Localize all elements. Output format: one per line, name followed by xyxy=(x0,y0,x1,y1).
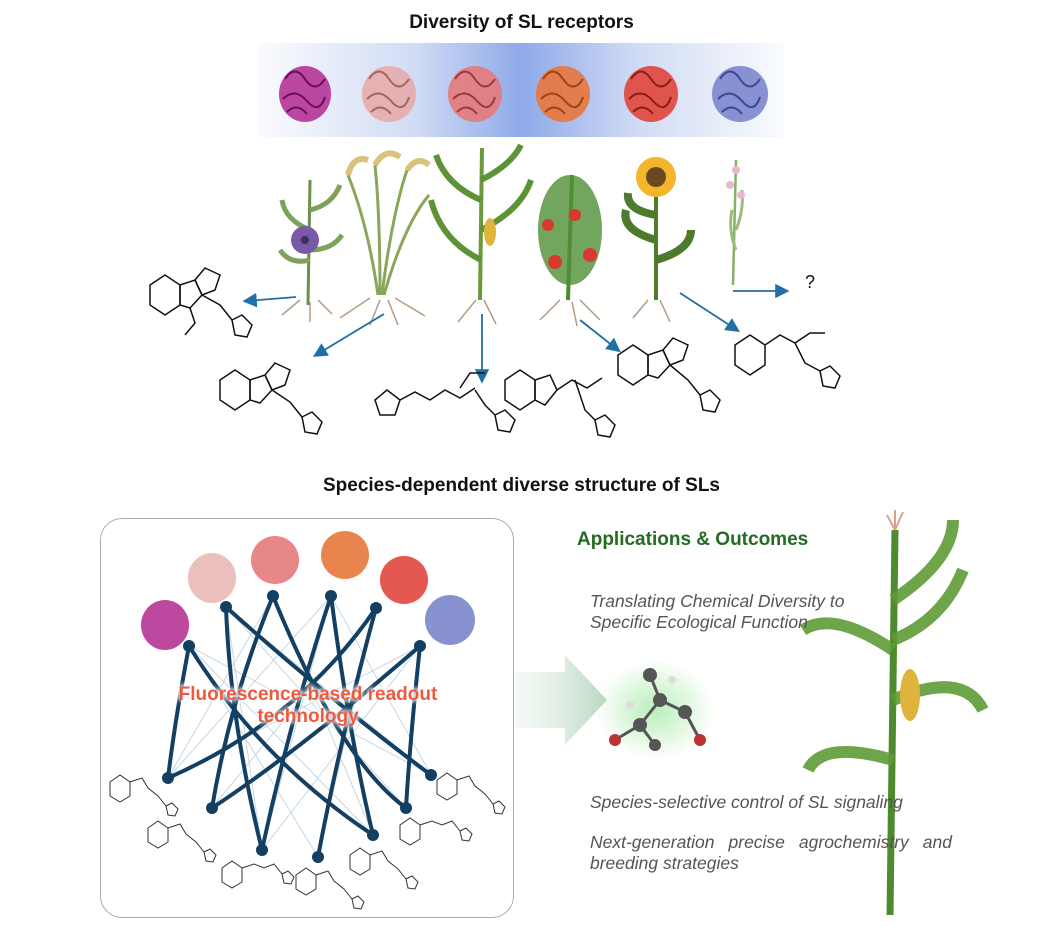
maize-plant-large-icon xyxy=(799,510,989,916)
transition-arrow xyxy=(515,655,607,745)
arrow-tomato xyxy=(579,319,621,353)
sl-structures xyxy=(149,267,841,438)
petunia-plant-icon xyxy=(277,179,345,322)
receptor-protein-icon xyxy=(425,595,475,645)
screening-panel xyxy=(100,518,514,918)
interaction-network xyxy=(109,531,506,910)
sl-structure-6 xyxy=(734,332,841,389)
fluorescence-label: Fluorescence-based readout technology xyxy=(178,684,438,727)
receptor-gradient-band xyxy=(258,43,785,137)
receptor-protein-icon xyxy=(321,531,369,579)
arrow-rice xyxy=(312,313,385,357)
receptor-protein-icon xyxy=(362,66,416,122)
sl-structure-4 xyxy=(504,369,616,438)
sunflower-plant-icon xyxy=(621,157,695,323)
strong-interactions xyxy=(166,595,433,858)
plant-to-sl-arrows xyxy=(242,283,790,384)
receptor-protein-icon xyxy=(141,600,189,650)
molecule-3d-icon xyxy=(595,660,715,760)
sl-structure-3 xyxy=(374,372,516,433)
unknown-sl-mark: ? xyxy=(805,272,816,292)
panel-sl-structures xyxy=(109,772,506,910)
applications-title: Applications & Outcomes xyxy=(577,529,809,550)
receptor-protein-icon xyxy=(380,556,428,604)
receptor-row xyxy=(279,66,768,122)
outcome-ecological-function: Translating Chemical Diversity to Specif… xyxy=(590,591,845,632)
sl-structures-caption: Species-dependent diverse structure of S… xyxy=(322,475,720,496)
receptor-protein-icon xyxy=(448,66,502,122)
receptor-protein-icon xyxy=(251,536,299,584)
sl-structure-1 xyxy=(149,267,253,338)
receptor-protein-icon xyxy=(279,66,331,122)
receptor-protein-icon xyxy=(188,553,236,603)
sl-structure-2 xyxy=(219,362,323,435)
arrow-petunia xyxy=(242,292,297,308)
receptor-protein-icon xyxy=(536,66,590,122)
sl-structure-5 xyxy=(617,337,721,413)
receptor-protein-icon xyxy=(712,66,768,122)
unknown-plant-icon xyxy=(726,159,745,286)
diagram-title: Diversity of SL receptors xyxy=(409,12,634,33)
panel-receptors xyxy=(141,531,475,650)
rice-plant-icon xyxy=(339,150,431,326)
maize-plant-icon xyxy=(428,143,534,325)
network-nodes xyxy=(162,590,437,863)
outcome-next-generation: Next-generation precise agrochemistry an… xyxy=(590,832,952,873)
arrow-sunflower xyxy=(679,292,741,332)
outcome-species-selective-control: Species-selective control of SL signalin… xyxy=(590,792,903,812)
receptor-protein-icon xyxy=(624,66,678,122)
tomato-plant-icon xyxy=(538,174,602,327)
